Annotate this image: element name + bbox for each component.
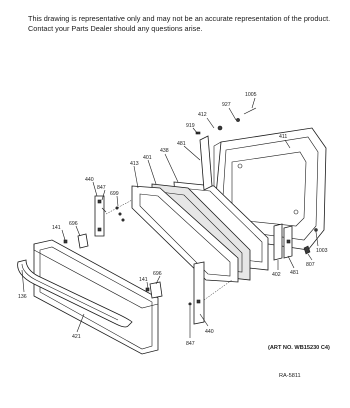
callout-421: 421: [72, 334, 81, 340]
right-hinge-part: [273, 223, 293, 261]
callout-481-top: 481: [177, 141, 186, 147]
callout-847-bottom: 847: [186, 341, 195, 347]
inner-liner-part: [131, 185, 239, 283]
leader-lines: [21, 97, 319, 338]
bottom-hinge-part: [188, 261, 205, 325]
callout-696-right: 696: [153, 271, 162, 277]
callout-696-left: 696: [69, 221, 78, 227]
door-handle-part: [17, 259, 133, 328]
callout-413: 413: [130, 161, 139, 167]
screw-group-699: [115, 206, 125, 222]
callout-699: 699: [110, 191, 119, 197]
callout-438: 438: [160, 148, 169, 154]
disclaimer-line-1: This drawing is representative only and …: [28, 14, 331, 23]
callout-807: 807: [306, 262, 315, 268]
outer-door-panel-part: [33, 239, 159, 355]
callout-927: 927: [222, 102, 231, 108]
callout-1003: 1003: [316, 248, 328, 254]
callout-402: 402: [272, 272, 281, 278]
callout-401: 401: [143, 155, 152, 161]
top-hinge-part: [195, 107, 257, 191]
callout-1005: 1005: [245, 92, 257, 98]
callout-141-right: 141: [139, 277, 148, 283]
disclaimer-line-2: Contact your Parts Dealer should any que…: [28, 24, 203, 33]
callout-481-right: 481: [290, 270, 299, 276]
callout-847-left: 847: [97, 185, 106, 191]
callout-440-left: 440: [85, 177, 94, 183]
bottom-right-parts: [303, 228, 318, 255]
callout-440-bottom: 440: [205, 329, 214, 335]
callout-136: 136: [18, 294, 27, 300]
callout-141-left: 141: [52, 225, 61, 231]
left-bracket-part: [63, 233, 89, 249]
art-number-label: (ART NO. WB15230 C4): [268, 345, 330, 351]
ra-number-label: RA-5811: [279, 373, 301, 379]
callout-919: 919: [186, 123, 195, 129]
callout-412: 412: [198, 112, 207, 118]
callout-411: 411: [279, 134, 287, 140]
disclaimer-note: This drawing is representative only and …: [28, 14, 348, 34]
left-hinge-part: [94, 195, 107, 237]
